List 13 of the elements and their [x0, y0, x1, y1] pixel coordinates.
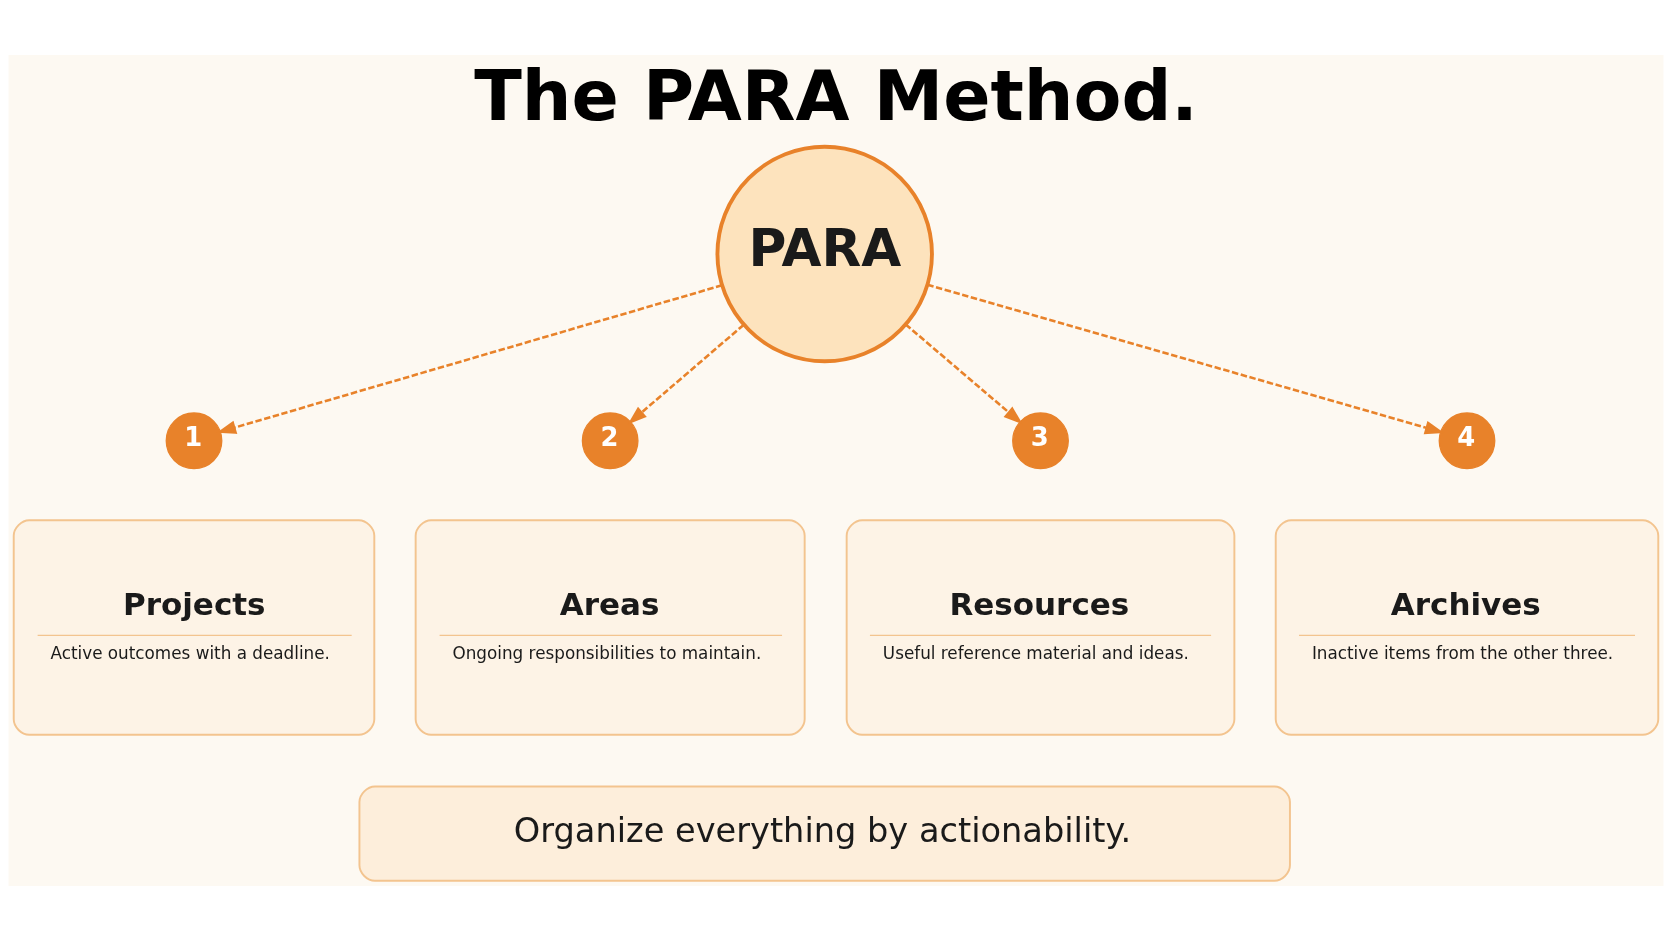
- arrow: [627, 323, 745, 425]
- node-circle: PARA: [715, 144, 934, 364]
- node-circle: 2: [581, 412, 639, 470]
- node-box: Resources Useful reference material and ideas.: [845, 519, 1236, 736]
- diagram-title: The PARA Method.: [474, 54, 1198, 136]
- node-circle: 3: [1012, 412, 1069, 470]
- arrow: [904, 323, 1023, 425]
- node-box: Projects Active outcomes with a deadline.: [12, 519, 376, 736]
- node-circle: 4: [1438, 412, 1496, 470]
- node-box: Archives Inactive items from the other three.: [1274, 519, 1660, 736]
- node-box: Areas Ongoing responsibilities to maintain.: [414, 519, 806, 736]
- node-box: Organize everything by actionability.: [358, 785, 1291, 882]
- node-circle: 1: [165, 412, 223, 470]
